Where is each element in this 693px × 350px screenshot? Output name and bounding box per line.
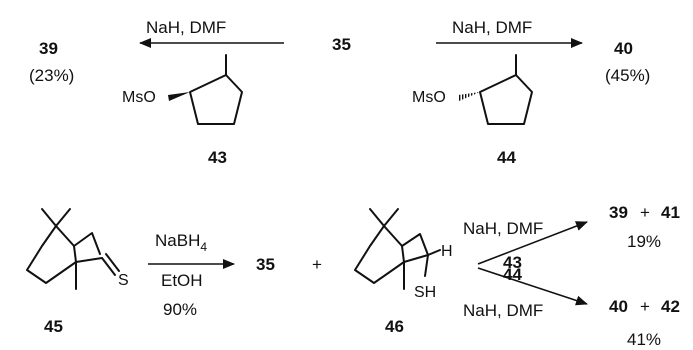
- lower-arrow: [477, 267, 588, 306]
- mesylate-43-number: 43: [208, 148, 227, 167]
- right-product-label: 40: [614, 39, 633, 58]
- mesylate-43-group: MsO: [122, 89, 156, 106]
- mesylate-43-structure: [168, 54, 243, 125]
- lower-mesylate-label: 44: [503, 265, 522, 284]
- mesylate-44-group: MsO: [412, 89, 446, 106]
- thioketone-45-number: 45: [44, 317, 63, 336]
- upper-yield: 19%: [627, 232, 661, 251]
- thioketone-atom-s: S: [118, 272, 129, 289]
- lower-product-40: 40: [609, 297, 628, 316]
- right-product-yield: (45%): [605, 66, 650, 85]
- upper-arrow: [477, 221, 588, 265]
- top-left-reagent: NaH, DMF: [146, 18, 226, 37]
- thiol-46-structure: [354, 208, 441, 290]
- reduction-reagent: NaBH4: [155, 231, 207, 254]
- bottom-plus: +: [312, 255, 322, 274]
- mesylate-44-structure: [458, 54, 533, 125]
- upper-product-39: 39: [609, 203, 628, 222]
- upper-product-41: 41: [661, 203, 680, 222]
- lower-product-42: 42: [661, 297, 680, 316]
- lower-yield: 41%: [627, 330, 661, 349]
- thiol-atom-h: H: [441, 243, 453, 260]
- upper-products-plus: +: [640, 203, 650, 222]
- left-product-label: 39: [39, 39, 58, 58]
- thioketone-45-structure: [26, 208, 120, 290]
- lower-products-plus: +: [640, 297, 650, 316]
- thiol-46-number: 46: [385, 317, 404, 336]
- top-right-reagent: NaH, DMF: [452, 18, 532, 37]
- left-product-yield: (23%): [29, 66, 74, 85]
- reduction-reagent-subscript: 4: [200, 240, 207, 254]
- start-compound-label: 35: [332, 35, 351, 54]
- bottom-product-35: 35: [256, 255, 275, 274]
- mesylate-44-number: 44: [497, 148, 516, 167]
- upper-reagent: NaH, DMF: [463, 219, 543, 238]
- thiol-group-sh: SH: [414, 284, 436, 301]
- reduction-solvent: EtOH: [161, 271, 203, 290]
- lower-reagent: NaH, DMF: [463, 301, 543, 320]
- reduction-yield: 90%: [163, 300, 197, 319]
- upper-mesylate-label: 43: [503, 253, 522, 272]
